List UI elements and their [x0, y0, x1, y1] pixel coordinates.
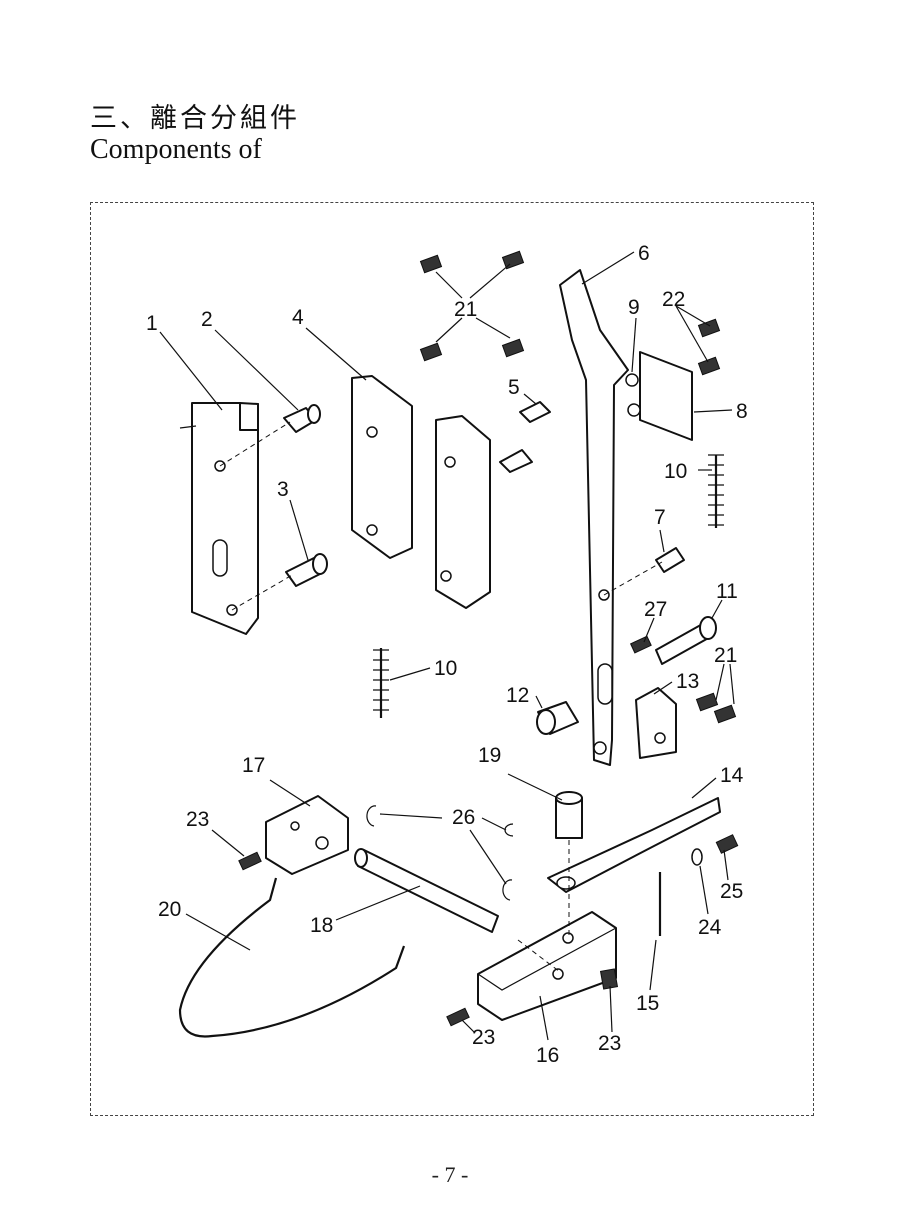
callout-21-top: 21 — [454, 298, 477, 321]
callout-14: 14 — [720, 764, 744, 787]
part-18-shaft — [354, 848, 499, 933]
part-6-lever — [559, 269, 629, 766]
part-12-collar — [536, 701, 579, 735]
callout-23-bottom: 23 — [472, 1026, 495, 1049]
section-title-chinese: 三、離合分組件 — [90, 103, 300, 134]
callout-12: 12 — [506, 684, 529, 707]
callout-11: 11 — [716, 580, 738, 603]
callout-19: 19 — [478, 744, 501, 767]
callout-23-right: 23 — [598, 1032, 621, 1055]
leader-lines — [159, 251, 735, 1041]
callout-25: 25 — [720, 880, 743, 903]
callout-24: 24 — [698, 916, 722, 939]
part-8-plate — [639, 351, 693, 441]
callout-13: 13 — [676, 670, 699, 693]
callout-16: 16 — [536, 1044, 559, 1067]
part-20-wire — [178, 877, 406, 1038]
callout-4: 4 — [292, 306, 304, 329]
part-5-studs — [499, 401, 551, 473]
part-25-screw — [715, 834, 739, 854]
part-1-plate — [179, 402, 259, 635]
callout-20: 20 — [158, 898, 181, 921]
part-17-block — [265, 795, 349, 875]
part-14-arm — [547, 797, 721, 893]
callout-15: 15 — [636, 992, 659, 1015]
assembly-lines — [219, 421, 663, 973]
callout-3: 3 — [277, 478, 289, 501]
callout-10-upper: 10 — [664, 460, 687, 483]
callout-23-left: 23 — [186, 808, 209, 831]
part-3-stud — [285, 553, 328, 587]
callout-10-lower: 10 — [434, 657, 457, 680]
part-21-screws — [419, 250, 737, 724]
callout-1: 1 — [146, 312, 158, 335]
part-22-screws — [697, 318, 721, 376]
callout-27: 27 — [644, 598, 667, 621]
callout-6: 6 — [638, 242, 650, 265]
diagram-frame — [90, 202, 814, 1116]
part-7-stud — [655, 547, 685, 573]
part-11-pin — [655, 616, 717, 665]
callout-2: 2 — [201, 308, 213, 331]
callout-18: 18 — [310, 914, 333, 937]
part-13-bracket — [635, 687, 677, 759]
callout-9: 9 — [628, 296, 640, 319]
callout-labels: 1 2 3 4 5 6 7 8 9 10 10 11 12 13 14 15 1… — [146, 242, 748, 1067]
callout-8: 8 — [736, 400, 748, 423]
part-23-set-screws — [238, 851, 619, 1027]
callout-5: 5 — [508, 376, 520, 399]
section-title-english: Components of — [90, 134, 262, 165]
part-4-blocks — [351, 375, 491, 609]
callout-21-right: 21 — [714, 644, 737, 667]
callout-17: 17 — [242, 754, 265, 777]
part-2-stud — [283, 404, 321, 433]
part-27-screw — [629, 635, 652, 654]
part-9-washers — [625, 373, 641, 417]
page-number: - 7 - — [431, 1162, 469, 1187]
part-19-pin — [555, 791, 583, 839]
callout-22: 22 — [662, 288, 685, 311]
part-16-block — [477, 911, 617, 1021]
part-26-rings — [366, 805, 514, 901]
part-24-washer — [691, 848, 703, 866]
callout-26: 26 — [452, 806, 475, 829]
part-10-spring-upper — [708, 454, 724, 528]
callout-7: 7 — [654, 506, 666, 529]
part-10-spring-lower — [373, 648, 389, 718]
